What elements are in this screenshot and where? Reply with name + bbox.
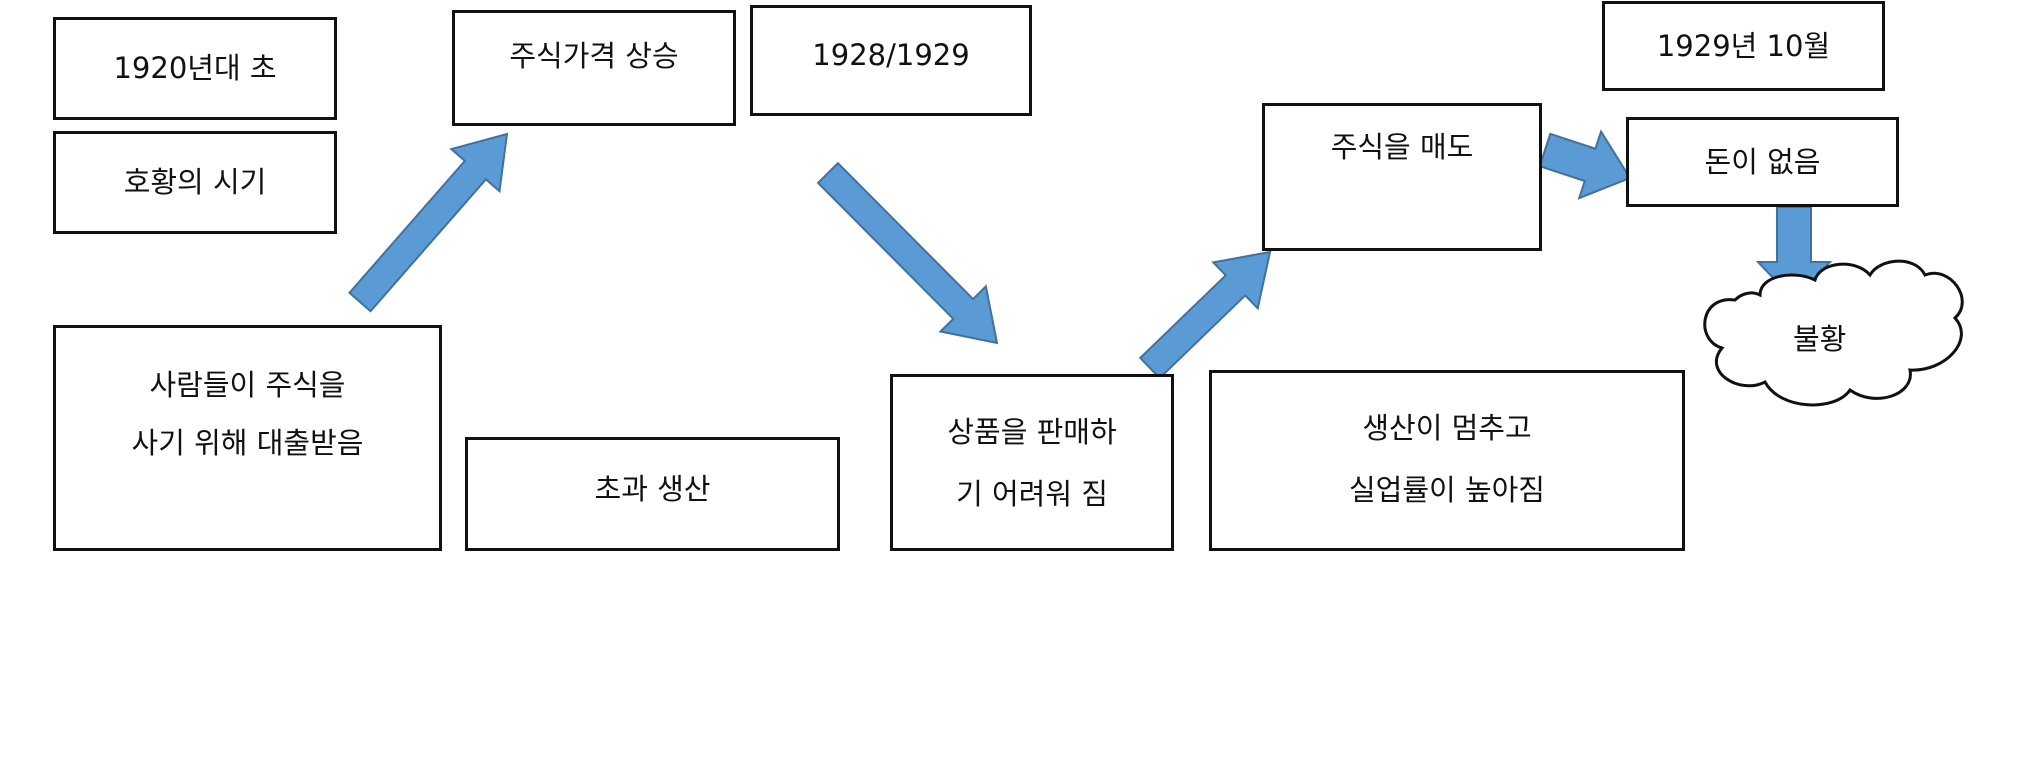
arrow-loans-to-price-rise-icon (348, 132, 509, 313)
box-text-line-1: 사람들이 주식을 (149, 368, 346, 402)
box-oct-1929: 1929년 10월 (1602, 1, 1885, 91)
box-text: 1929년 10월 (1656, 28, 1831, 63)
cloud-shape (1703, 259, 1964, 407)
box-early-1920s: 1920년대 초 (53, 17, 337, 120)
box-text-line-1: 상품을 판매하 (947, 415, 1117, 449)
arrow-hard-to-sell-to-sell-stocks-icon (1138, 250, 1272, 380)
box-text-line-1: 생산이 멈추고 (1362, 411, 1532, 445)
arrow-sell-stocks-to-no-money-icon (1538, 129, 1632, 200)
box-overproduction: 초과 생산 (465, 437, 840, 551)
box-stock-price-rise: 주식가격 상승 (452, 10, 736, 126)
box-production-stops: 생산이 멈추고 실업률이 높아짐 (1209, 370, 1685, 551)
box-text-line-2: 사기 위해 대출받음 (131, 426, 364, 460)
box-text: 1920년대 초 (113, 51, 277, 86)
arrow-1928-to-hard-to-sell-icon (816, 161, 999, 345)
box-text: 돈이 없음 (1704, 144, 1821, 179)
box-boom-period: 호황의 시기 (53, 131, 337, 234)
box-text: 1928/1929 (812, 38, 970, 72)
box-hard-to-sell: 상품을 판매하 기 어려워 짐 (890, 374, 1174, 551)
box-text-line-2: 실업률이 높아짐 (1349, 473, 1545, 507)
box-1928-1929: 1928/1929 (750, 5, 1032, 116)
box-text: 호황의 시기 (123, 165, 267, 200)
box-text: 주식가격 상승 (509, 39, 679, 73)
box-text: 초과 생산 (594, 471, 711, 506)
box-text-line-2: 기 어려워 짐 (956, 477, 1108, 511)
box-no-money: 돈이 없음 (1626, 117, 1899, 207)
cloud-label: 불황 (1793, 322, 1847, 356)
box-text: 주식을 매도 (1330, 130, 1474, 164)
box-sell-stocks: 주식을 매도 (1262, 103, 1542, 251)
box-loans: 사람들이 주식을 사기 위해 대출받음 (53, 325, 442, 551)
